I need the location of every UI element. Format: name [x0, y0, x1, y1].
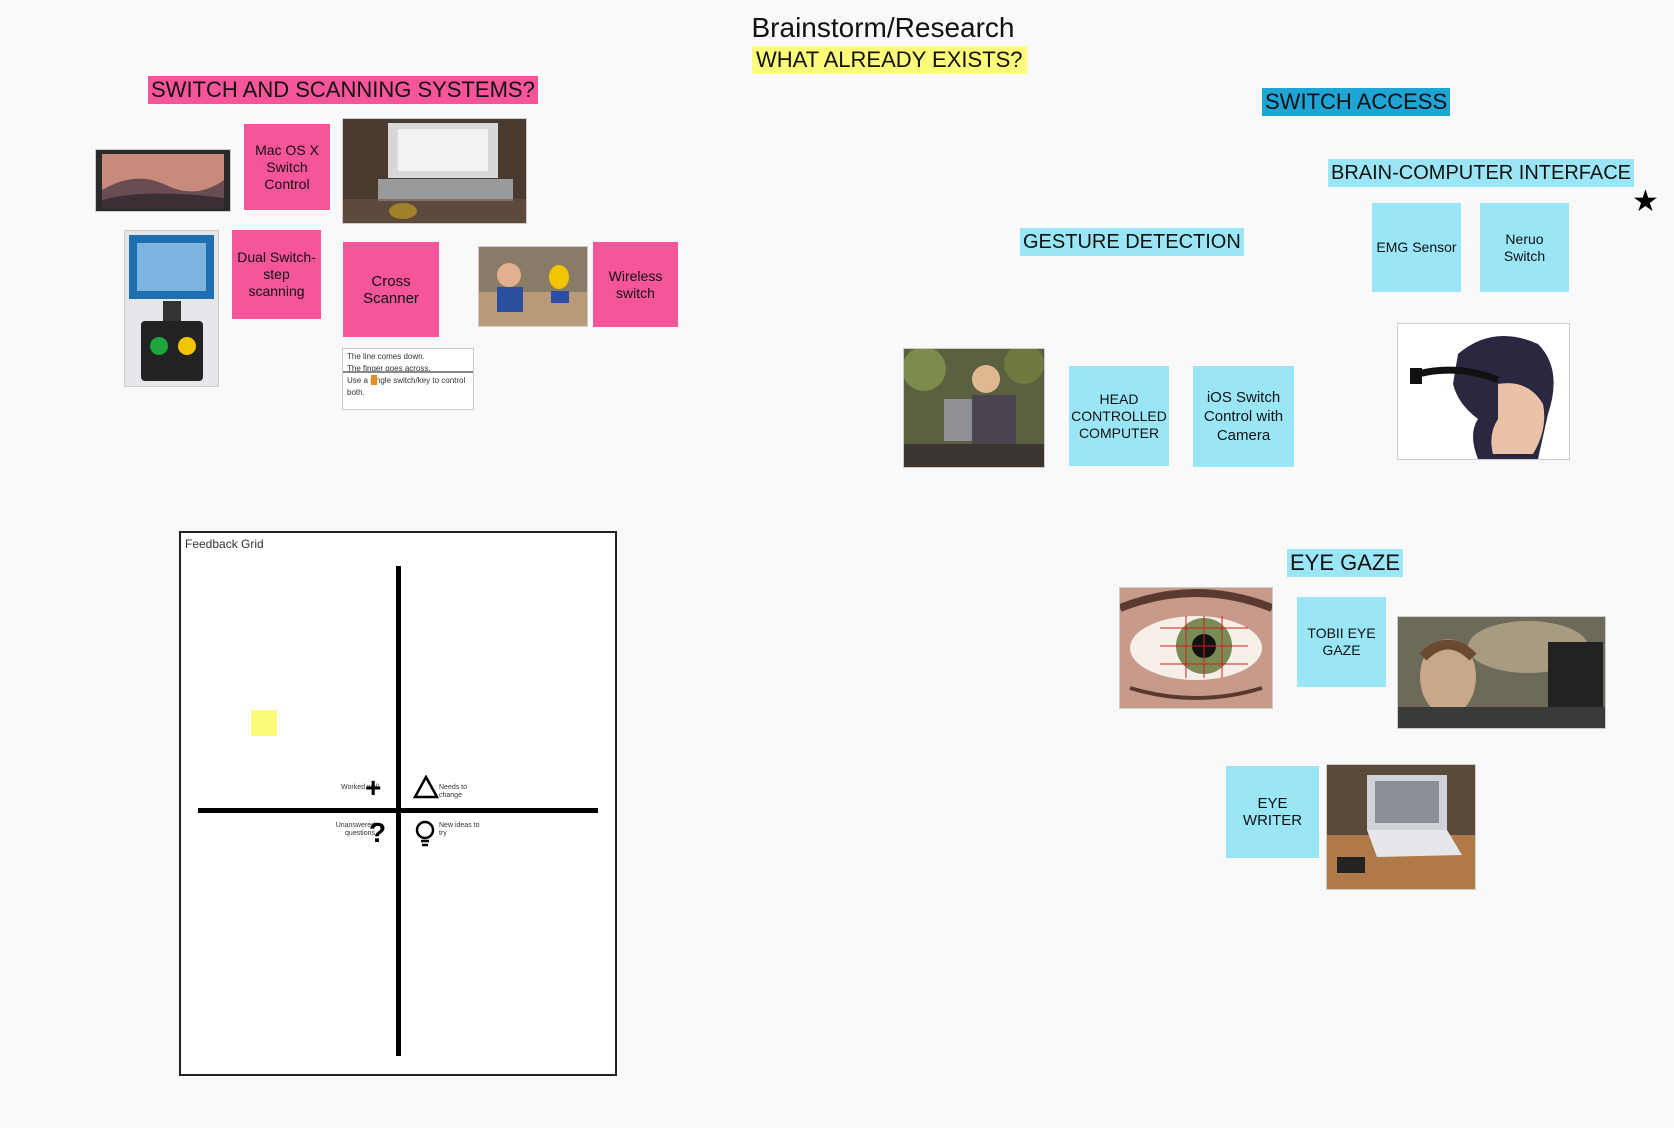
- board-title: Brainstorm/Research: [751, 12, 1015, 43]
- sticky-head-controlled[interactable]: HEAD CONTROLLED COMPUTER: [1069, 366, 1169, 466]
- screenshot-line-2: The finger goes across.: [347, 364, 431, 373]
- switch-access-label[interactable]: SWITCH ACCESS: [1262, 88, 1451, 116]
- feedback-grid[interactable]: Feedback Grid Worked well + Needs to cha…: [179, 531, 617, 1076]
- triangle-icon: [412, 774, 440, 799]
- screenshot-line-3: Use a single switch/key to control both.: [347, 376, 466, 397]
- head-controlled-photo[interactable]: [904, 349, 1044, 467]
- eye-writer-photo[interactable]: [1327, 765, 1475, 889]
- sticky-cross-scanner[interactable]: Cross Scanner: [343, 242, 439, 337]
- ipad-switch-photo[interactable]: [125, 231, 218, 386]
- grid-horizontal-axis: [198, 808, 598, 813]
- mini-yellow-sticky[interactable]: [251, 710, 277, 736]
- scanner-screenshot[interactable]: The line comes down. The finger goes acr…: [343, 349, 473, 409]
- sticky-ios-switch-camera[interactable]: iOS Switch Control with Camera: [1193, 366, 1294, 467]
- eye-closeup-photo[interactable]: [1120, 588, 1272, 708]
- sticky-emg-sensor[interactable]: EMG Sensor: [1372, 203, 1461, 292]
- feedback-grid-title: Feedback Grid: [185, 537, 264, 551]
- new-ideas-label: New ideas to try: [439, 822, 480, 837]
- worked-well-label: Worked well: [341, 784, 379, 791]
- tobii-user-photo[interactable]: [1398, 617, 1605, 728]
- eye-gaze-label[interactable]: EYE GAZE: [1287, 549, 1404, 577]
- macbook-photo[interactable]: [96, 150, 230, 211]
- cursor-icon: [371, 375, 377, 385]
- sticky-macos-switch[interactable]: Mac OS X Switch Control: [244, 124, 330, 210]
- switch-scanning-label[interactable]: SWITCH AND SCANNING SYSTEMS?: [148, 76, 538, 104]
- headset-profile-photo[interactable]: [1398, 324, 1569, 459]
- sticky-eye-writer[interactable]: EYE WRITER: [1226, 766, 1319, 858]
- star-icon[interactable]: ★: [1632, 185, 1659, 218]
- board-subtitle: WHAT ALREADY EXISTS?: [752, 46, 1027, 74]
- needs-change-label: Needs to change: [439, 784, 468, 799]
- child-switch-photo[interactable]: [479, 247, 587, 326]
- question-icon: ?: [369, 817, 387, 848]
- screenshot-line-1: The line comes down.: [347, 352, 425, 361]
- unanswered-label: Unanswered questions: [335, 822, 375, 837]
- sticky-tobii-eye-gaze[interactable]: TOBII EYE GAZE: [1297, 597, 1386, 687]
- sticky-neruo-switch[interactable]: Neruo Switch: [1480, 203, 1569, 292]
- plus-icon: +: [365, 772, 382, 803]
- sticky-dual-switch[interactable]: Dual Switch-step scanning: [232, 230, 321, 319]
- bci-label[interactable]: BRAIN-COMPUTER INTERFACE: [1328, 159, 1635, 187]
- sticky-wireless-switch[interactable]: Wireless switch: [593, 242, 678, 327]
- laptop-switch-photo[interactable]: [343, 119, 526, 223]
- lightbulb-icon: [414, 819, 436, 849]
- gesture-detection-label[interactable]: GESTURE DETECTION: [1020, 228, 1244, 256]
